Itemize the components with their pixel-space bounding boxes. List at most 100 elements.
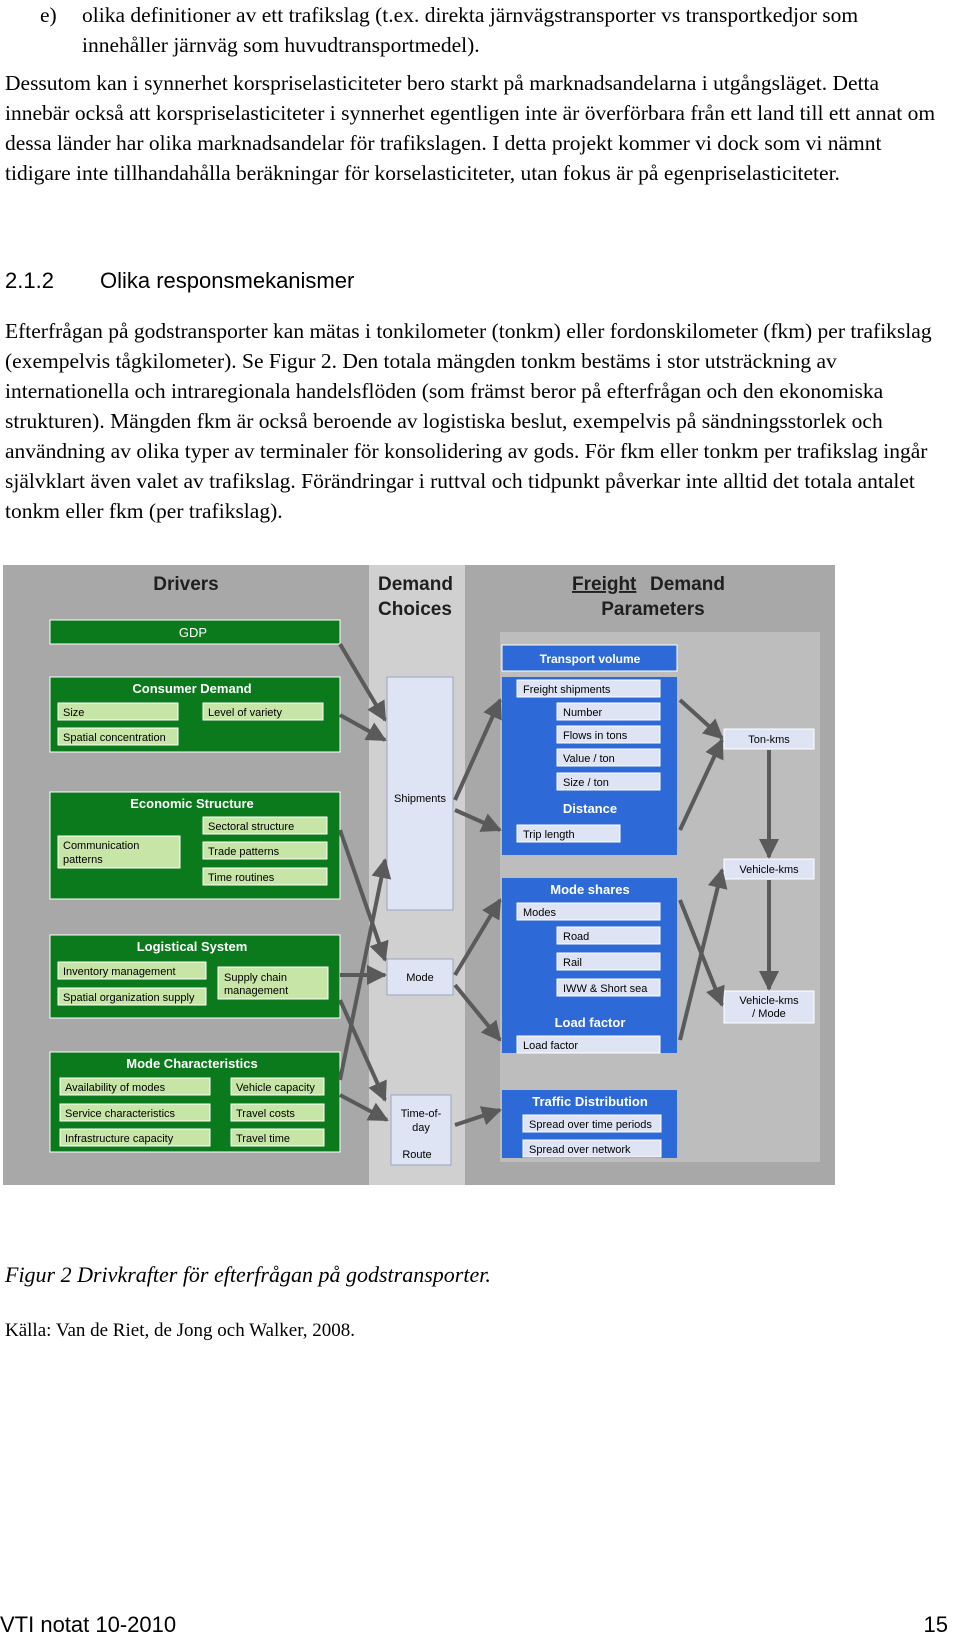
load-factor-item-label: Load factor	[523, 1040, 578, 1052]
freight-shipments-label: Freight shipments	[523, 684, 611, 696]
list-item-text: olika definitioner av ett trafikslag (t.…	[82, 3, 859, 57]
spread-network-label: Spread over network	[529, 1144, 631, 1156]
road-box	[556, 926, 661, 945]
level-of-variety-label: Level of variety	[208, 707, 282, 719]
modes-box	[516, 902, 661, 921]
figure-source: Källa: Van de Riet, de Jong och Walker, …	[5, 1320, 356, 1341]
infrastructure-capacity-label: Infrastructure capacity	[65, 1133, 174, 1145]
vehicle-kms-mode-box	[723, 990, 815, 1024]
vehicle-kms-mode-label-2: / Mode	[752, 1008, 786, 1020]
transport-volume-title: Transport volume	[540, 652, 641, 666]
arrow-mode-load	[453, 983, 502, 1042]
sectoral-structure-box	[202, 816, 328, 835]
header-parameters: Parameters	[601, 599, 705, 620]
mode-choice-box	[386, 958, 454, 996]
spatial-concentration-box	[57, 727, 179, 746]
mode-shares-title: Mode shares	[550, 882, 629, 897]
size-per-ton-box	[556, 772, 661, 791]
travel-costs-label: Travel costs	[236, 1108, 295, 1120]
iww-box	[556, 978, 661, 997]
list-marker: e)	[40, 3, 57, 27]
rail-label: Rail	[563, 957, 582, 969]
arrow-modechar-shipments	[338, 858, 392, 1081]
time-of-day-label-1: Time-of-	[401, 1108, 442, 1120]
freight-shipments-box	[516, 679, 661, 698]
flow-arrows	[338, 642, 779, 1127]
consumer-demand-title: Consumer Demand	[132, 681, 251, 696]
vehicle-capacity-box	[230, 1077, 325, 1096]
travel-time-label: Travel time	[236, 1133, 290, 1145]
paragraph-response: Efterfrågan på godstransporter kan mätas…	[5, 319, 932, 523]
transport-volume-title-box	[501, 644, 678, 672]
value-per-ton-label: Value / ton	[563, 753, 615, 765]
communication-patterns-box	[57, 835, 181, 869]
logistical-system-title: Logistical System	[137, 939, 248, 954]
supply-chain-label-2: management	[224, 985, 288, 997]
trip-length-box	[516, 824, 621, 843]
footer-publication: VTI notat 10-2010	[0, 1612, 177, 1637]
figure-caption: Figur 2 Drivkrafter för efterfrågan på g…	[5, 1262, 491, 1287]
gdp-box	[49, 619, 341, 645]
communication-patterns-label-1: Communication	[63, 840, 139, 852]
infrastructure-capacity-box	[59, 1128, 211, 1147]
trip-length-label: Trip length	[523, 829, 575, 841]
arrow-modechar-time	[339, 1093, 389, 1122]
trade-patterns-label: Trade patterns	[208, 846, 280, 858]
section-number: 2.1.2	[5, 268, 54, 293]
size-per-ton-label: Size / ton	[563, 777, 609, 789]
level-of-variety-box	[202, 702, 324, 721]
load-factor-title: Load factor	[555, 1015, 626, 1030]
inventory-management-label: Inventory management	[63, 966, 176, 978]
size-label: Size	[63, 707, 84, 719]
vehicle-kms-mode-label-1: Vehicle-kms	[739, 995, 799, 1007]
gdp-label: GDP	[179, 625, 207, 640]
arrow-shipments-distance	[454, 808, 502, 832]
spatial-organization-box	[57, 987, 207, 1006]
supply-chain-box	[217, 966, 329, 1000]
distance-title: Distance	[563, 801, 617, 816]
economic-structure-title: Economic Structure	[130, 796, 254, 811]
flows-in-tons-box	[556, 725, 661, 744]
iww-label: IWW & Short sea	[563, 983, 648, 995]
arrow-mode-shares	[453, 898, 502, 977]
availability-box	[59, 1077, 211, 1096]
footer-page-number: 15	[923, 1612, 948, 1637]
arrow-consumer-shipments	[339, 713, 387, 742]
traffic-distribution-title: Traffic Distribution	[532, 1094, 648, 1109]
vehicle-capacity-label: Vehicle capacity	[236, 1082, 315, 1094]
modes-label: Modes	[523, 907, 557, 919]
shipments-box	[386, 676, 454, 911]
spread-time-label: Spread over time periods	[529, 1119, 652, 1131]
arrow-distance-tonkms	[678, 738, 724, 831]
rail-box	[556, 952, 661, 971]
header-drivers: Drivers	[153, 574, 219, 595]
arrow-economic-mode	[338, 829, 389, 962]
figure-freight-demand-diagram: Drivers Demand Choices Freight Demand Pa…	[3, 565, 835, 1185]
time-of-day-route-box	[390, 1094, 452, 1166]
value-per-ton-box	[556, 748, 661, 767]
number-box	[556, 702, 661, 721]
shipments-label: Shipments	[394, 793, 446, 805]
header-freight: Freight	[572, 574, 637, 595]
route-label: Route	[402, 1149, 431, 1161]
sectoral-structure-label: Sectoral structure	[208, 821, 294, 833]
arrow-time-distribution	[454, 1106, 502, 1127]
number-label: Number	[563, 707, 602, 719]
arrow-modeshares-vehiclekms-mode	[678, 899, 725, 1007]
arrow-volume-tonkms	[678, 698, 724, 740]
arrow-gdp-shipments	[338, 642, 387, 722]
arrow-shipments-volume	[453, 698, 502, 801]
vehicle-kms-label: Vehicle-kms	[739, 864, 799, 876]
road-label: Road	[563, 931, 589, 943]
load-factor-item-box	[516, 1035, 661, 1054]
travel-time-box	[230, 1128, 325, 1147]
time-routines-box	[202, 867, 328, 886]
spread-time-box	[522, 1114, 662, 1133]
service-characteristics-label: Service characteristics	[65, 1108, 176, 1120]
spread-network-box	[522, 1139, 662, 1158]
header-demand: Demand	[378, 574, 453, 595]
time-of-day-label-2: day	[412, 1122, 430, 1134]
supply-chain-label-1: Supply chain	[224, 972, 287, 984]
paragraph-cross-price: Dessutom kan i synnerhet korspriselastic…	[5, 71, 936, 185]
travel-costs-box	[230, 1103, 325, 1122]
